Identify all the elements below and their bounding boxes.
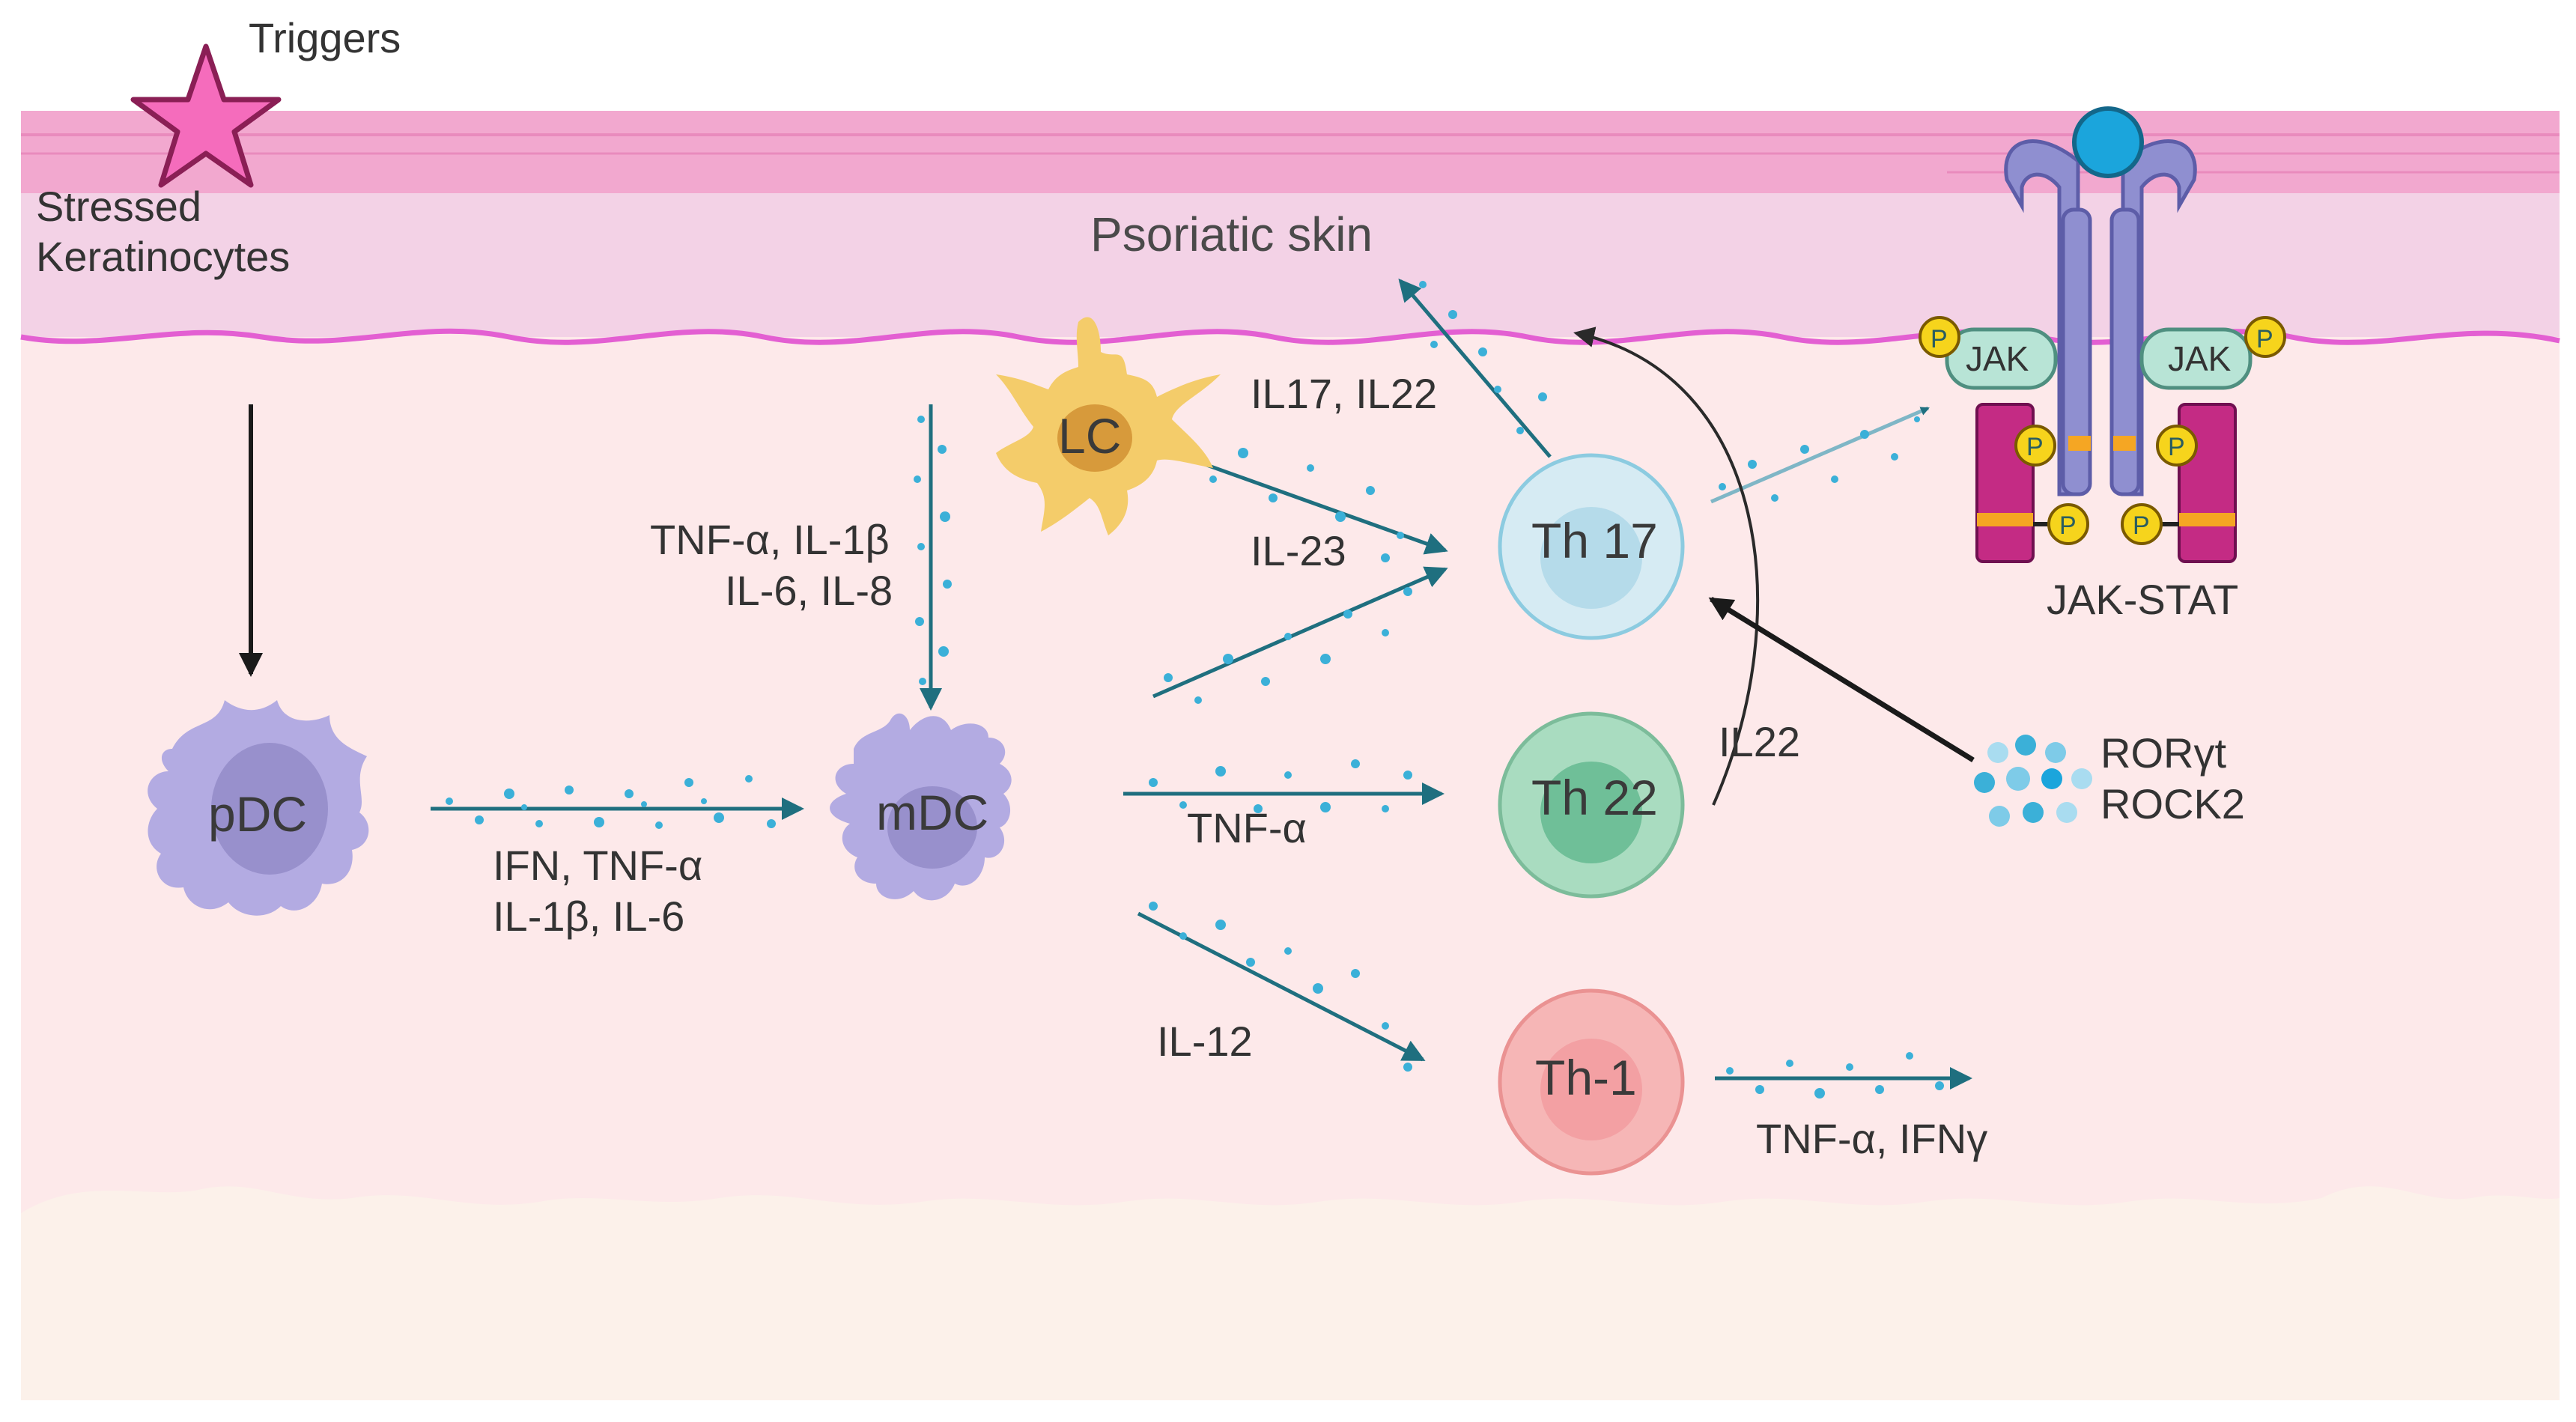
- rorgt-to-th17-arrow: [1708, 597, 1975, 762]
- th17-label: Th 17: [1531, 513, 1658, 568]
- il22-label: IL22: [1719, 718, 1800, 765]
- pdc-cell: pDC: [148, 700, 369, 916]
- jak-stat-label: JAK-STAT: [2047, 576, 2238, 623]
- lc-label: LC: [1058, 408, 1121, 464]
- rock2-label: ROCK2: [2100, 780, 2245, 827]
- mdc-label: mDC: [876, 785, 988, 840]
- pdc-label: pDC: [208, 786, 307, 842]
- tnfa-label: TNF-α: [1187, 804, 1307, 851]
- svg-text:JAK: JAK: [2168, 339, 2232, 378]
- cytokine-flows: [431, 278, 1972, 1099]
- stat-right: P P: [2121, 403, 2237, 563]
- th1-label: Th-1: [1535, 1050, 1637, 1105]
- svg-text:JAK: JAK: [1966, 339, 2029, 378]
- il17-il22-label: IL17, IL22: [1251, 370, 1437, 417]
- stat-left: P P: [1975, 403, 2089, 563]
- tnf-label-line2: IL-6, IL-8: [725, 567, 893, 614]
- triggers-label: Triggers: [249, 14, 401, 61]
- keratinocytes-label: Keratinocytes: [36, 233, 290, 280]
- svg-text:P: P: [1931, 325, 1948, 353]
- mdc-cell: mDC: [830, 713, 1012, 901]
- molecule-cluster-icon: [1974, 735, 2092, 827]
- hypodermis-layer: [21, 1186, 2560, 1400]
- th17-cell: Th 17: [1498, 453, 1685, 640]
- tnf-ifng-label: TNF-α, IFNγ: [1756, 1115, 1987, 1162]
- stressed-label: Stressed: [36, 183, 201, 230]
- ifn-label-line2: IL-1β, IL-6: [493, 893, 684, 940]
- svg-text:P: P: [2026, 433, 2044, 461]
- il23-label: IL-23: [1251, 527, 1346, 574]
- lc-cell: LC: [996, 317, 1221, 535]
- cytokine-receptor-icon: [2004, 106, 2197, 496]
- jak-right: JAK P: [2139, 316, 2286, 390]
- star-icon: [130, 43, 282, 188]
- svg-text:P: P: [2256, 325, 2273, 353]
- svg-text:P: P: [2059, 511, 2077, 540]
- th1-cell: Th-1: [1498, 988, 1685, 1176]
- psoriatic-skin-title: Psoriatic skin: [1090, 207, 1373, 261]
- th22-label: Th 22: [1531, 770, 1658, 825]
- il22-curved-arrow: [1573, 326, 1759, 806]
- rorgt-label: RORγt: [2100, 729, 2226, 777]
- svg-text:P: P: [2133, 511, 2150, 540]
- svg-text:P: P: [2168, 433, 2185, 461]
- il12-label: IL-12: [1157, 1018, 1253, 1065]
- th22-cell: Th 22: [1498, 711, 1685, 899]
- tnf-label-line1: TNF-α, IL-1β: [650, 516, 890, 563]
- jak-left: JAK P: [1919, 316, 2058, 390]
- ifn-label-line1: IFN, TNF-α: [493, 842, 702, 889]
